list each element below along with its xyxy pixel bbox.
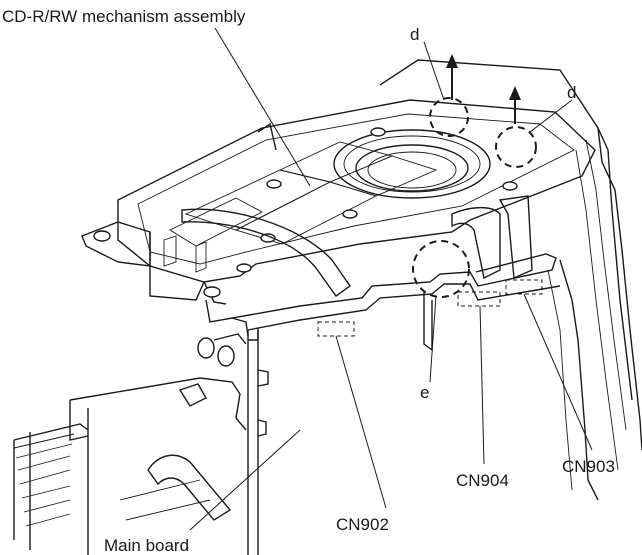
label-d-left: d: [410, 25, 419, 44]
callout-circle-e: [412, 240, 470, 298]
main-board: [13, 377, 247, 555]
callout-circle-d-right: [495, 126, 537, 168]
label-cn904: CN904: [456, 471, 509, 490]
connector-outline-cn904: [457, 291, 501, 307]
label-cn902: CN902: [336, 515, 389, 534]
mechanism-top-plate: [117, 99, 596, 283]
arrow-up-icon: [446, 54, 458, 100]
label-e: e: [420, 383, 429, 402]
plate-screws: [236, 127, 518, 273]
connector-outline-cn902: [317, 321, 355, 337]
connector-knobs: [197, 317, 249, 367]
label-main-board: Main board: [104, 536, 189, 555]
leader-lines: [189, 27, 593, 531]
left-bracket: [81, 122, 277, 305]
connector-outline-cn903: [505, 279, 543, 295]
label-mechanism-assembly: CD-R/RW mechanism assembly: [2, 7, 246, 26]
label-d-right: d: [567, 83, 576, 102]
right-chassis: [379, 59, 642, 501]
arrow-up-icon: [509, 86, 521, 124]
front-housing: [205, 253, 561, 555]
ribbon-cables: [181, 195, 533, 297]
label-cn903: CN903: [562, 457, 615, 476]
callout-circle-d-left: [429, 97, 469, 137]
disc-tray: [333, 129, 491, 199]
